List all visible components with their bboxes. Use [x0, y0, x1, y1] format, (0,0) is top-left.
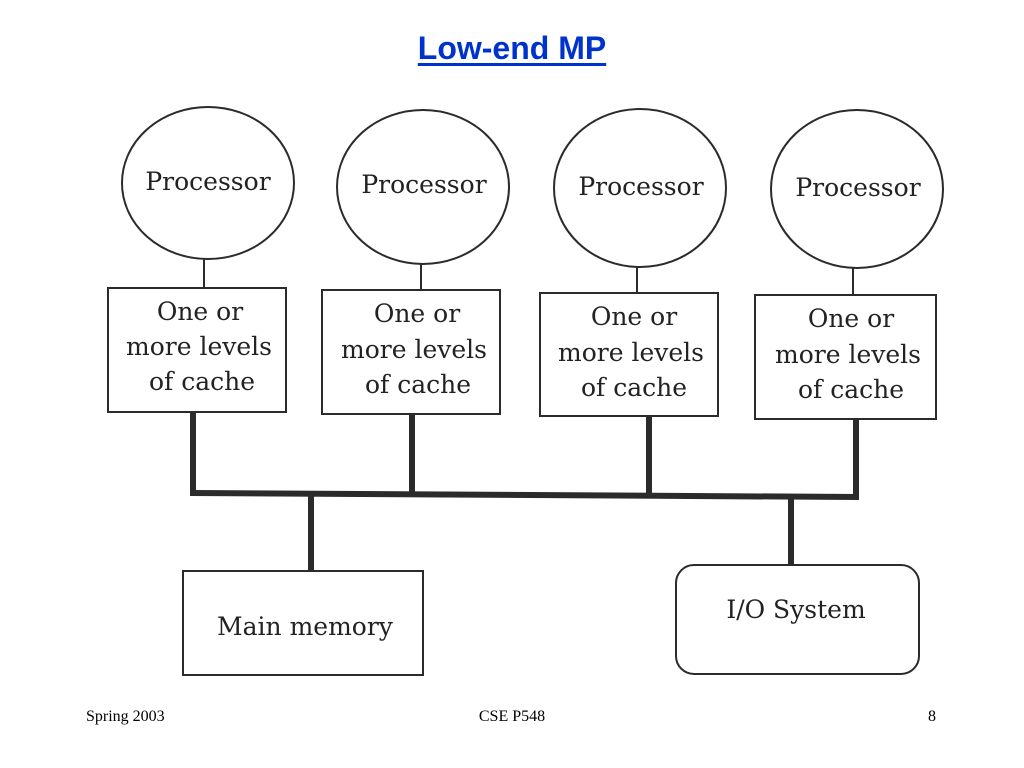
- io-system-label: I/O System: [726, 595, 866, 624]
- processor-node: Processor: [121, 106, 295, 260]
- cache-line-3: of cache: [581, 373, 687, 402]
- bus-line: [189, 489, 860, 501]
- processor-label: Processor: [578, 172, 703, 201]
- cache-box: One or more levels of cache: [539, 292, 719, 417]
- slide-number: 8: [928, 708, 936, 725]
- footer-course: CSE P548: [478, 708, 546, 725]
- cache-box: One or more levels of cache: [321, 289, 501, 415]
- cache-box: One or more levels of cache: [107, 287, 287, 413]
- cache-line-3: of cache: [365, 370, 471, 399]
- cache-line-2: more levels: [775, 340, 921, 369]
- main-memory-label: Main memory: [217, 612, 394, 641]
- cache-line-1: One or: [374, 299, 460, 328]
- processor-label: Processor: [361, 170, 486, 199]
- footer-date: Spring 2003: [86, 708, 165, 725]
- cache-line-1: One or: [808, 304, 894, 333]
- processor-label: Processor: [145, 167, 270, 196]
- processor-label: Processor: [795, 173, 920, 202]
- cache-box: One or more levels of cache: [754, 294, 937, 420]
- cache-line-3: of cache: [149, 367, 255, 396]
- cache-line-1: One or: [591, 302, 677, 331]
- cache-line-3: of cache: [798, 375, 904, 404]
- io-system-box: I/O System: [675, 564, 920, 675]
- processor-node: Processor: [553, 108, 727, 268]
- system-bus: [189, 411, 860, 573]
- processor-connectors: [203, 258, 854, 295]
- slide-title: Low-end MP: [417, 30, 607, 66]
- cache-line-2: more levels: [341, 335, 487, 364]
- processor-node: Processor: [336, 109, 510, 265]
- cache-line-2: more levels: [558, 338, 704, 367]
- cache-line-2: more levels: [126, 332, 272, 361]
- cache-line-1: One or: [157, 297, 243, 326]
- main-memory-box: Main memory: [182, 570, 424, 676]
- processor-node: Processor: [770, 109, 944, 269]
